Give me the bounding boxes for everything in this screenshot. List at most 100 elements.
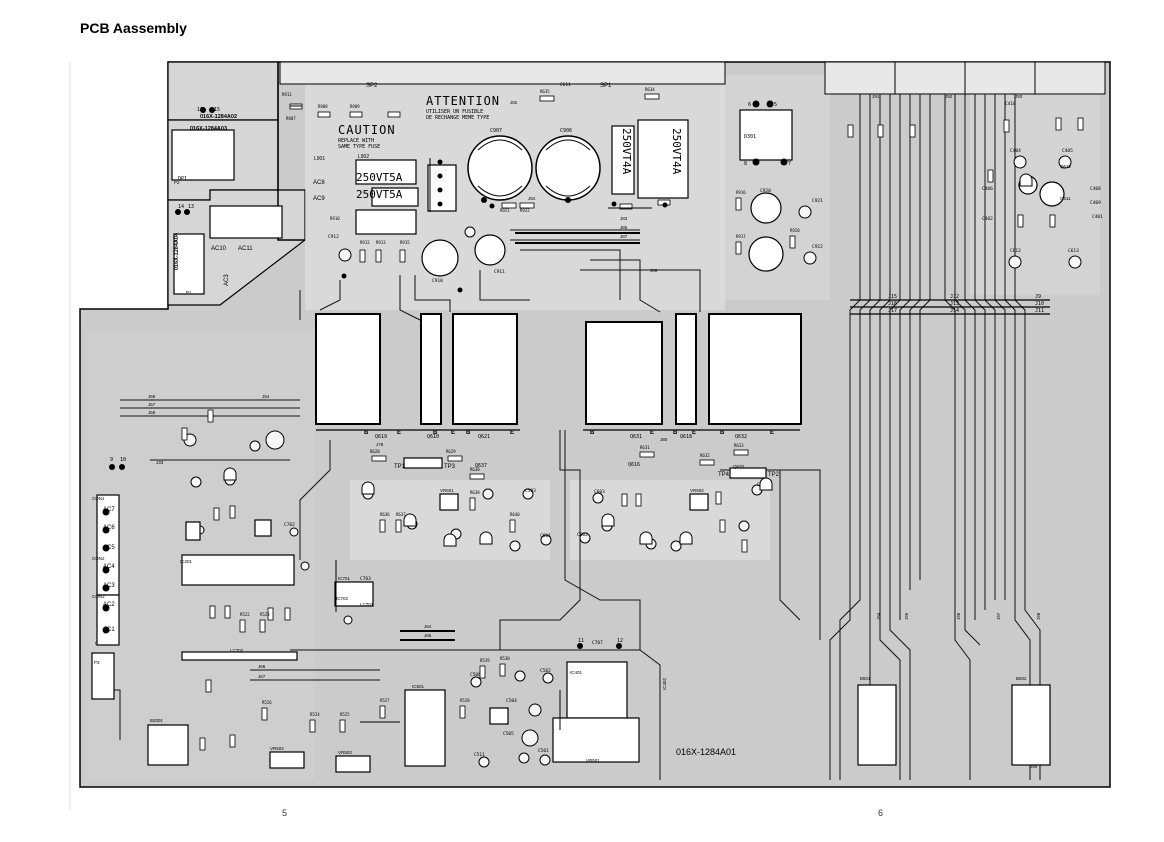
p1-label: P1 xyxy=(186,290,192,295)
caution-line1: REPLACE WITH xyxy=(338,138,374,144)
p3-label: P3 xyxy=(94,660,100,665)
cap-c505-label: C505 xyxy=(503,731,514,737)
jumper-j65: J65 xyxy=(424,633,432,638)
vr503-label: VR503 xyxy=(338,750,352,755)
jumper-j95: J95 xyxy=(904,612,909,620)
cap-c912-label: C912 xyxy=(328,234,339,240)
attention-line1: UTILISER UN FUSIBLE xyxy=(426,109,483,115)
page-title: PCB Aassembly xyxy=(80,20,187,36)
cap-c501-label: C501 xyxy=(538,748,549,754)
pad-16: 16 xyxy=(197,107,203,113)
transistor-q610: Q610 xyxy=(427,434,439,440)
svg-text:B: B xyxy=(720,430,725,436)
tp4-label: TP4 xyxy=(718,472,730,478)
fuse-block-right xyxy=(637,119,689,199)
res-r640: R640 xyxy=(510,512,520,517)
jumper-j67: J67 xyxy=(258,674,266,679)
cap-c906 xyxy=(535,135,601,201)
res-r638: R638 xyxy=(470,490,480,495)
cap-c612-label: C612 xyxy=(1010,248,1021,254)
ic401-label: IC401 xyxy=(570,670,583,675)
jumper-j33: J33 xyxy=(156,460,164,465)
res-r910: R910 xyxy=(330,216,340,221)
cap-c410-label: C410 xyxy=(1005,101,1016,107)
res-r915: R915 xyxy=(400,240,410,245)
cap-c405-label: C405 xyxy=(1062,148,1073,154)
cap-c603-label: C603 xyxy=(594,489,605,495)
q612-label: Q612 xyxy=(1060,164,1072,169)
res-r525: R525 xyxy=(340,712,350,717)
res-r630: R630 xyxy=(470,467,480,472)
con1-label: CON1 xyxy=(92,496,105,501)
ic-vr601-block xyxy=(552,717,640,763)
connector-b502 xyxy=(1011,684,1051,766)
jumper-j91: J91 xyxy=(872,94,880,99)
jumper-j94: J94 xyxy=(876,612,881,620)
svg-text:E: E xyxy=(650,430,654,436)
res-r907: R907 xyxy=(286,116,296,121)
jumper-j13: J13 xyxy=(950,301,959,307)
res-r913: R913 xyxy=(376,240,386,245)
cap-c404-label: C404 xyxy=(1010,148,1021,154)
jumper-j9: J9 xyxy=(1035,294,1041,300)
res-r524: R524 xyxy=(310,712,320,717)
jumper-j56: J56 xyxy=(148,394,156,399)
res-r530: R530 xyxy=(500,656,510,661)
jumper-j14: J14 xyxy=(950,308,959,314)
res-r633: R633 xyxy=(734,443,744,448)
jumper-j17: J17 xyxy=(888,308,897,314)
res-r526: R526 xyxy=(262,700,272,705)
vr502-label: VR502 xyxy=(270,746,284,751)
jumper-j90: J90 xyxy=(1030,764,1038,769)
ic-ic401 xyxy=(566,661,628,719)
jumper-j10: J10 xyxy=(1035,301,1044,307)
l902-label: L902 xyxy=(358,154,369,160)
jumper-j83: J83 xyxy=(620,216,628,221)
q611-label: Q611 xyxy=(1060,196,1071,201)
ac11-label: AC11 xyxy=(238,246,253,252)
svg-text:E: E xyxy=(451,430,455,436)
transistor-q631: Q631 xyxy=(630,434,642,440)
ac2-label: AC2 xyxy=(103,602,115,608)
transistor-q637: Q637 xyxy=(475,463,487,469)
board-id-label: 016X-1284A01 xyxy=(676,747,736,757)
cap-c506-label: C506 xyxy=(470,672,481,678)
vr501-label: VR501 xyxy=(586,758,600,763)
cap-c910-label: C910 xyxy=(432,278,443,284)
cap-c511-label: C511 xyxy=(474,752,485,758)
res-r634: R634 xyxy=(645,87,655,92)
pad-13: 13 xyxy=(188,204,194,210)
attention-title: ATTENTION xyxy=(426,94,500,108)
cap-c409-label: C409 xyxy=(1090,200,1101,206)
ac6-label: AC6 xyxy=(103,525,115,531)
caution-line2: SAME TYPE FUSE xyxy=(338,144,380,150)
pad-11: 11 xyxy=(578,638,584,644)
ic702-label: LC702 xyxy=(230,648,244,653)
sub-board-a02 xyxy=(167,61,279,121)
heatsink-3 xyxy=(452,313,518,425)
jumper-j89: J89 xyxy=(650,268,658,273)
jumper-j57: J57 xyxy=(148,402,156,407)
b502-label: B502 xyxy=(1016,676,1027,681)
res-r631: R631 xyxy=(640,445,650,450)
res-r916: R916 xyxy=(736,190,746,195)
jumper-j12: J12 xyxy=(950,294,959,300)
cap-c906-label: C906 xyxy=(560,128,572,134)
connector-b501 xyxy=(857,684,897,766)
transistor-q619: Q619 xyxy=(375,434,387,440)
ic-ic501 xyxy=(404,689,446,767)
heatsink-2 xyxy=(420,313,442,425)
jumper-j66: J66 xyxy=(258,664,266,669)
heatsink-1 xyxy=(315,313,381,425)
ac8-label: AC8 xyxy=(313,180,325,186)
res-r920: R920 xyxy=(790,228,800,233)
pad-7: 7 xyxy=(788,161,791,167)
jumper-j58: J58 xyxy=(148,410,156,415)
fuse-block-mid xyxy=(611,125,635,195)
pad-12: 12 xyxy=(617,638,623,644)
res-r909: R909 xyxy=(350,104,360,109)
cap-c702-label: C702 xyxy=(284,522,295,528)
res-r522: R522 xyxy=(240,612,250,617)
ac10-label: AC10 xyxy=(211,246,227,252)
ac7-label: AC7 xyxy=(103,507,115,513)
